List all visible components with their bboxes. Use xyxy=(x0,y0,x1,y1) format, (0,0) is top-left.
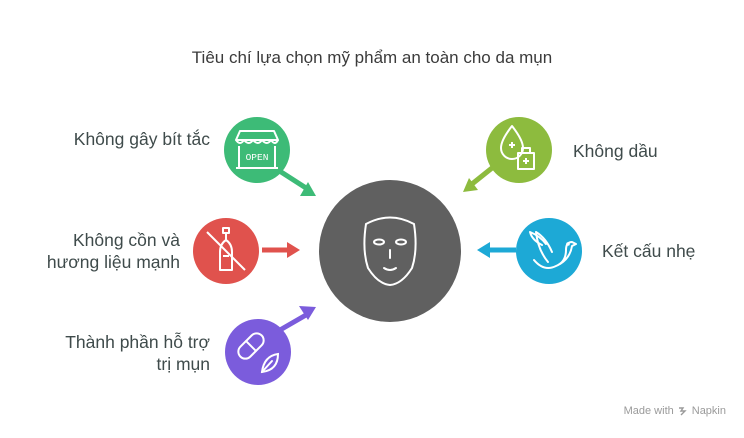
arrow-capsule xyxy=(277,306,316,333)
circle-light-texture xyxy=(516,218,582,284)
arrow-light-texture xyxy=(477,242,516,258)
circle-open xyxy=(224,117,290,183)
svg-text:OPEN: OPEN xyxy=(246,152,269,163)
capsule-leaf-icon xyxy=(237,332,280,374)
label-no-clogging: Không gây bít tắc xyxy=(73,129,210,149)
made-with-text: Made with xyxy=(623,405,674,417)
face-mask-icon xyxy=(363,216,417,287)
arrow-open xyxy=(275,167,316,196)
arrow-oil-free xyxy=(463,165,495,192)
napkin-brand: Napkin xyxy=(691,405,726,417)
circle-capsule xyxy=(225,319,291,385)
napkin-logo-icon xyxy=(678,407,687,416)
label-acne-ingredients: Thành phần hỗ trợ trị mụn xyxy=(65,332,210,374)
diagram-title: Tiêu chí lựa chọn mỹ phẩm an toàn cho da… xyxy=(191,48,553,67)
label-no-alcohol: Không cồn và hương liệu mạnh xyxy=(46,230,180,272)
open-store-icon: OPEN xyxy=(235,130,279,169)
arrow-no-alcohol xyxy=(262,242,300,258)
label-oil-free: Không dầu xyxy=(573,141,658,161)
dove-icon xyxy=(529,231,577,269)
oil-drop-hospital-icon xyxy=(500,125,535,170)
circle-oil-free xyxy=(486,117,552,183)
label-light-texture: Kết cấu nhẹ xyxy=(602,241,696,261)
no-alcohol-bottle-icon xyxy=(206,227,246,271)
napkin-watermark[interactable]: Made with Napkin xyxy=(624,405,726,417)
